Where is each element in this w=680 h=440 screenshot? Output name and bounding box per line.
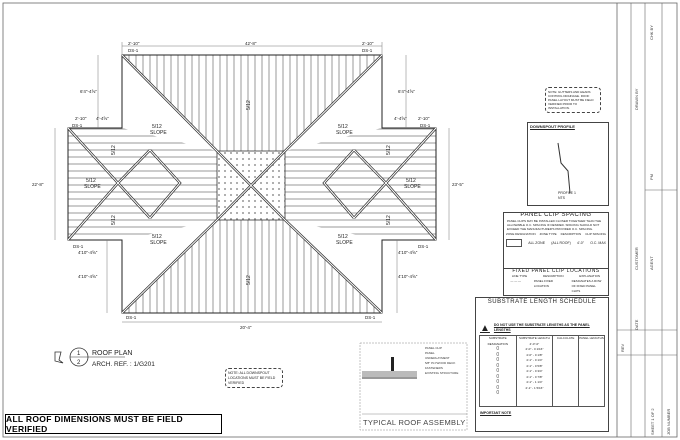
- svg-text:5/12: 5/12: [152, 234, 162, 240]
- svg-text:4'10"-4⅝": 4'10"-4⅝": [398, 250, 418, 255]
- svg-text:2: 2: [77, 360, 81, 366]
- svg-text:2'-10": 2'-10": [75, 116, 87, 121]
- svg-text:6'4"-4⅝": 6'4"-4⅝": [80, 89, 97, 94]
- svg-text:DS-1: DS-1: [420, 123, 431, 128]
- substrate-length-schedule: SUBSTRATE LENGTH SCHEDULE ▲DO NOT USE TH…: [475, 297, 609, 432]
- svg-text:5/12: 5/12: [152, 124, 162, 130]
- svg-text:SLOPE: SLOPE: [84, 184, 101, 190]
- customer-label: CUSTOMER: [634, 247, 639, 270]
- profile-sketch: [557, 142, 571, 193]
- pm-label: PM: [649, 174, 654, 180]
- svg-text:4'10"-4⅝": 4'10"-4⅝": [78, 250, 98, 255]
- svg-text:23'-5": 23'-5": [452, 182, 464, 187]
- svg-text:4'10"-4⅝": 4'10"-4⅝": [78, 274, 98, 279]
- svg-text:DS-1: DS-1: [418, 244, 429, 249]
- svg-text:DS-1: DS-1: [362, 48, 373, 53]
- svg-text:4'-4⅝": 4'-4⅝": [96, 116, 109, 121]
- agent-label: AGENT: [649, 256, 654, 270]
- dimension-lines: [54, 42, 450, 323]
- sheet-number: SHEET 1 OF 2: [650, 408, 655, 435]
- svg-text:4'-4⅝": 4'-4⅝": [394, 116, 407, 121]
- svg-text:5/12: 5/12: [111, 215, 117, 225]
- svg-text:DS-1: DS-1: [126, 315, 137, 320]
- svg-text:SLOPE: SLOPE: [404, 184, 421, 190]
- svg-text:5/12: 5/12: [386, 145, 392, 155]
- svg-text:SLOPE: SLOPE: [336, 240, 353, 246]
- svg-text:ROOF PLAN: ROOF PLAN: [92, 350, 132, 357]
- top-note-cloud: NOTE: GUTTERS AND HEADS CONTROL DRAINAGE…: [545, 87, 601, 113]
- svg-text:SLOPE: SLOPE: [150, 240, 167, 246]
- svg-text:DS-1: DS-1: [365, 315, 376, 320]
- svg-text:20'-4": 20'-4": [240, 325, 252, 330]
- svg-text:DS-1: DS-1: [72, 123, 83, 128]
- svg-text:5/12: 5/12: [86, 178, 96, 184]
- svg-text:22'-8": 22'-8": [32, 182, 44, 187]
- svg-text:5/12: 5/12: [406, 178, 416, 184]
- downspout-profile-panel: DOWNSPOUT PROFILE PROFILE 1 NTS: [527, 122, 609, 206]
- svg-text:SLOPE: SLOPE: [150, 130, 167, 136]
- checked-by-label: CHK BY: [649, 25, 654, 40]
- assembly-title: TYPICAL ROOF ASSEMBLY: [363, 418, 466, 427]
- svg-text:5/12: 5/12: [386, 215, 392, 225]
- roof-outline: [67, 54, 437, 314]
- svg-text:1: 1: [77, 351, 81, 357]
- svg-text:2'-10": 2'-10": [128, 41, 140, 46]
- plan-title-tag: 1 2 ROOF PLAN ARCH. REF. : 1/G201: [54, 347, 155, 368]
- job-number-label: JOB NUMBER: [666, 408, 671, 435]
- panel-clip-spacing-table: PANEL CLIP SPACING PANEL CLIPS MAY BE IN…: [503, 212, 609, 271]
- svg-text:DS-1: DS-1: [73, 244, 84, 249]
- svg-text:5/12: 5/12: [246, 100, 252, 110]
- warning-icon: ▲: [480, 322, 490, 334]
- svg-text:ARCH. REF. : 1/G201: ARCH. REF. : 1/G201: [92, 361, 155, 368]
- svg-text:4'10"-4⅝": 4'10"-4⅝": [398, 274, 418, 279]
- svg-text:42'-8": 42'-8": [245, 41, 257, 46]
- svg-text:5/12: 5/12: [111, 145, 117, 155]
- field-verify-banner: ALL ROOF DIMENSIONS MUST BE FIELD VERIFI…: [5, 414, 222, 434]
- svg-text:5/12: 5/12: [246, 275, 252, 285]
- svg-text:2'-10": 2'-10": [418, 116, 430, 121]
- svg-text:6'4"-4⅝": 6'4"-4⅝": [398, 89, 415, 94]
- svg-text:5/12: 5/12: [338, 234, 348, 240]
- svg-text:SLOPE: SLOPE: [336, 130, 353, 136]
- dimension-labels: 2'-10" 42'-8" 2'-10" DS-1 DS-1 6'4"-4⅝" …: [32, 41, 464, 330]
- downspout-note-cloud: NOTE: ALL DOWNSPOUT LOCATIONS MUST BE FI…: [225, 368, 283, 388]
- assembly-detail: [359, 342, 468, 431]
- svg-text:2'-10": 2'-10": [362, 41, 374, 46]
- svg-text:DS-1: DS-1: [128, 48, 139, 53]
- date-label: DATE: [634, 319, 639, 330]
- north-arrow-icon: [54, 351, 64, 364]
- drawn-by-label: DRAWN BY: [634, 88, 639, 110]
- revision-label: REV: [620, 343, 625, 352]
- svg-text:5/12: 5/12: [338, 124, 348, 130]
